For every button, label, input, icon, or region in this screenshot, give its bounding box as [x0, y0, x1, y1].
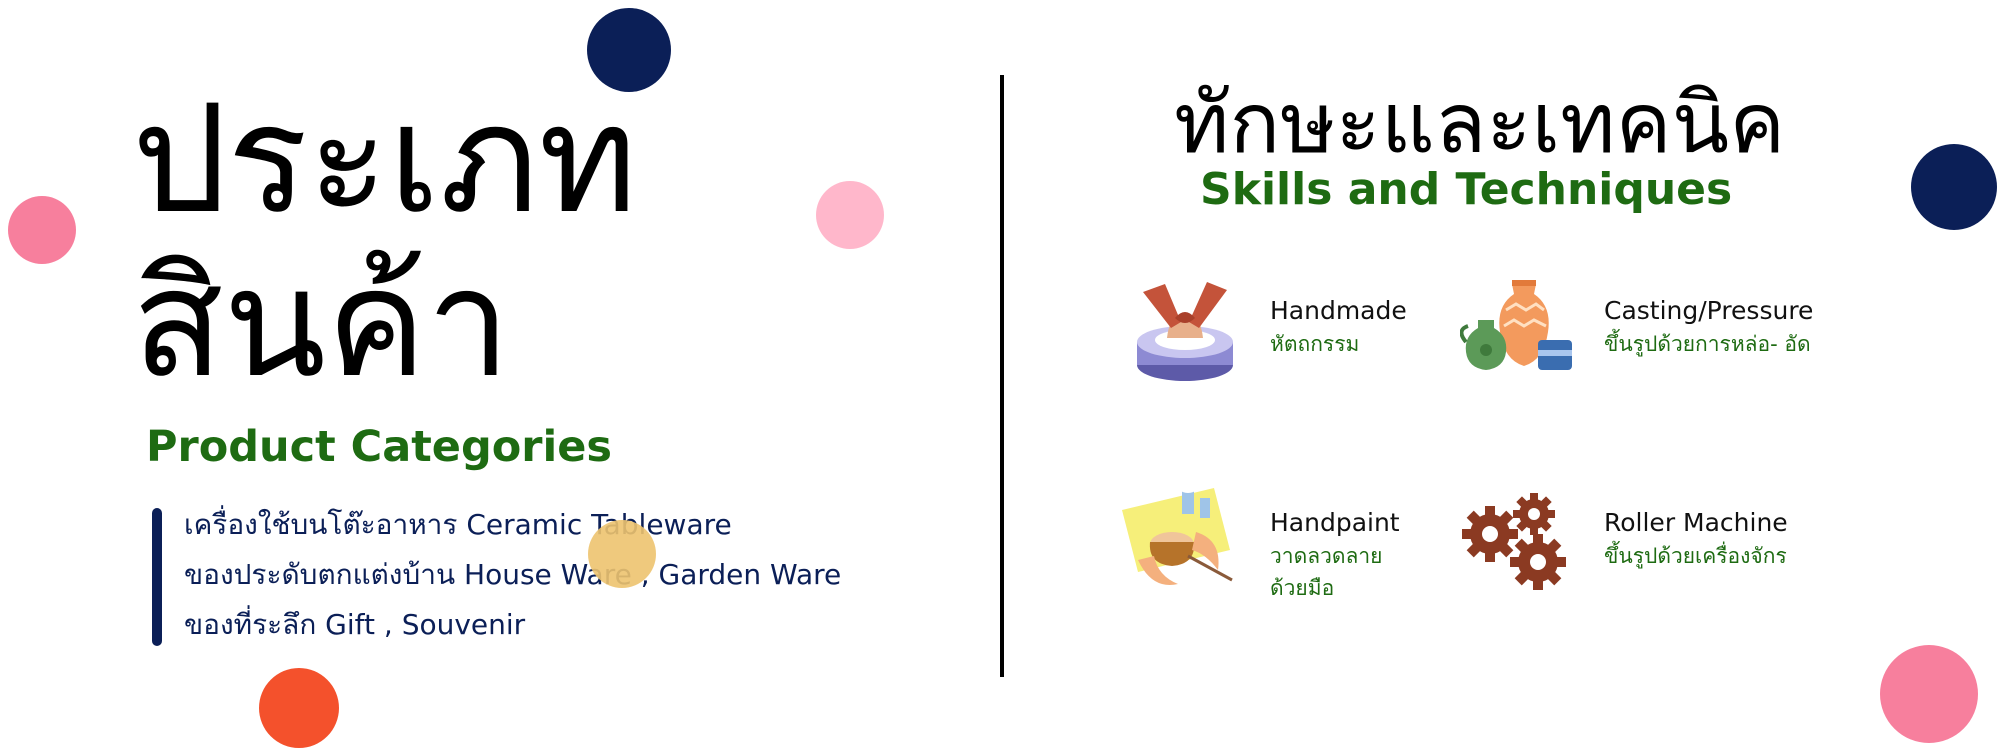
gears-icon: [1462, 493, 1566, 590]
skill-text: Handpaint วาดลวดลายด้วยมือ: [1270, 506, 1400, 604]
decorative-dot-light-pink: [816, 181, 884, 249]
skill-english-label: Handmade: [1270, 296, 1407, 325]
pottery-wheel-icon: [1137, 282, 1233, 381]
list-item: ของที่ระลึก Gift , Souvenir: [184, 608, 526, 641]
thai-title-skills: ทักษะและเทคนิค: [1174, 74, 1786, 172]
english-title-product-categories: Product Categories: [146, 422, 612, 472]
decorative-dot-pink: [1880, 645, 1978, 743]
skill-english-label: Roller Machine: [1604, 508, 1788, 537]
decorative-dot-pink: [8, 196, 76, 264]
skill-thai-label: วาดลวดลายด้วยมือ: [1270, 544, 1383, 600]
thai-title-product-categories: ประเภท สินค้า: [132, 78, 637, 406]
ceramic-vases-icon: [1460, 280, 1572, 370]
skill-text: Casting/Pressure ขึ้นรูปด้วยการหล่อ- อัด: [1604, 294, 1813, 360]
skill-thai-label: ขึ้นรูปด้วยเครื่องจักร: [1604, 544, 1787, 568]
decorative-dot-navy: [1911, 144, 1997, 230]
skill-text: Handmade หัตถกรรม: [1270, 294, 1407, 360]
list-item: เครื่องใช้บนโต๊ะอาหาร Ceramic Tableware: [184, 508, 732, 541]
accent-bar: [152, 508, 162, 646]
hand-painting-icon: [1122, 487, 1233, 585]
skill-thai-label: หัตถกรรม: [1270, 332, 1360, 356]
thai-title-line-1: ประเภท: [132, 73, 638, 247]
skill-thai-label: ขึ้นรูปด้วยการหล่อ- อัด: [1604, 332, 1811, 356]
skill-english-label: Handpaint: [1270, 508, 1400, 537]
vertical-divider: [1000, 75, 1004, 677]
category-list: เครื่องใช้บนโต๊ะอาหาร Ceramic Tableware …: [184, 500, 841, 650]
decorative-dot-orange: [259, 668, 339, 748]
list-item: ของประดับตกแต่งบ้าน House Ware , Garden …: [184, 558, 842, 591]
english-title-skills: Skills and Techniques: [1200, 164, 1733, 215]
decorative-dot-yellow: [588, 520, 656, 588]
thai-title-line-2: สินค้า: [132, 237, 511, 411]
skill-text: Roller Machine ขึ้นรูปด้วยเครื่องจักร: [1604, 506, 1788, 572]
decorative-dot-navy: [587, 8, 671, 92]
skill-english-label: Casting/Pressure: [1604, 296, 1814, 325]
